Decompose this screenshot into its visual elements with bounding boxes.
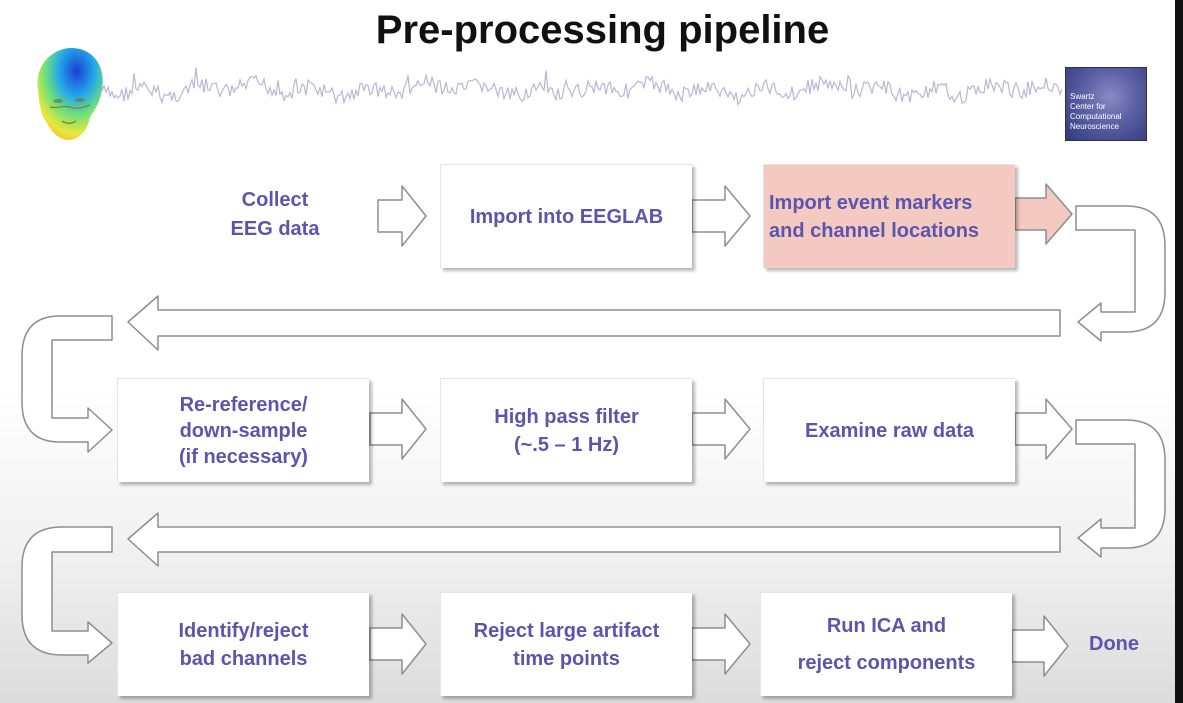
swartz-center-logo: Swartz Center for Computational Neurosci… [1065,67,1147,141]
window-edge [1175,0,1183,703]
connector-left-icon [21,315,113,453]
step-label: Import event markers and channel locatio… [769,191,980,242]
step-label: Import into EEGLAB [469,205,664,228]
step-run-ica: Run ICA and reject components [760,592,1012,696]
step-label: Run ICA and reject components [797,614,976,674]
arrow-right-icon [691,185,751,247]
connector-right-icon [1075,205,1166,342]
arrow-right-icon [369,613,427,675]
step-high-pass-filter: High pass filter (~.5 – 1 Hz) [440,378,692,482]
connector-right-icon [1075,419,1166,558]
arrow-right-icon [691,398,751,460]
step-label: Examine raw data [805,419,974,442]
step-re-reference: Re-reference/ down-sample (if necessary) [117,378,369,482]
arrow-left-long-icon [127,512,1061,567]
logo-text: Swartz Center for Computational Neurosci… [1070,92,1122,131]
step-label: Reject large artifact time points [473,619,660,670]
arrow-right-icon [691,613,751,675]
arrow-right-icon [1014,398,1073,460]
arrow-left-long-icon [127,295,1061,351]
eeg-signal-trace-icon [100,67,1063,106]
slide-title: Pre-processing pipeline [375,8,830,52]
step-reject-large-artifact: Reject large artifact time points [440,592,692,696]
arrow-right-icon [377,185,427,247]
step-label: High pass filter (~.5 – 1 Hz) [494,405,639,456]
arrow-right-icon [1011,615,1069,677]
step-examine-raw-data: Examine raw data [763,378,1015,482]
step-label: Re-reference/ down-sample (if necessary) [179,393,308,468]
step-done: Done [1089,633,1139,655]
step-identify-reject-bad-channels: Identify/reject bad channels [117,592,369,696]
connector-left-icon [21,526,113,664]
arrow-right-icon [369,398,427,460]
step-import-event-markers: Import event markers and channel locatio… [763,164,1015,268]
step-import-into-eeglab: Import into EEGLAB [440,164,692,268]
arrow-right-icon [1014,183,1073,245]
step-collect-eeg-data: Collect EEG data [230,189,320,240]
eeg-head-scalp-map-icon [37,47,103,140]
step-label: Identify/reject bad channels [178,619,309,670]
